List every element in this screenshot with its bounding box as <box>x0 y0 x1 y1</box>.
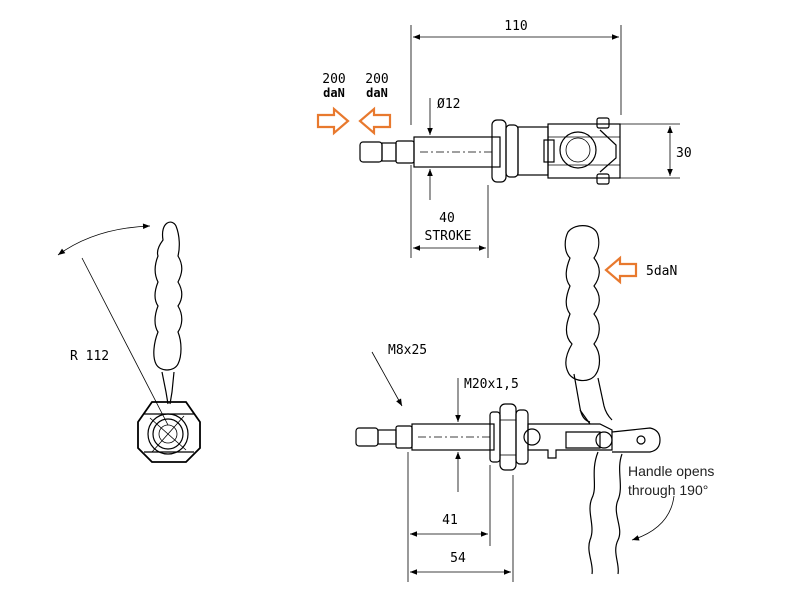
stroke-value: 40 <box>439 211 455 226</box>
pull-force-value: 200 <box>365 72 388 87</box>
dimension-41-label: 41 <box>442 513 458 528</box>
push-force-unit: daN <box>323 86 345 100</box>
top-clamp-body <box>491 117 621 185</box>
rotation-arc <box>57 223 151 256</box>
hex-nut-icon <box>137 401 201 463</box>
side-view-handle-icon <box>564 225 601 382</box>
push-arrow-icon <box>316 106 350 136</box>
side-view: 5daN Handle opens thr <box>355 225 714 582</box>
top-plunger <box>359 136 501 168</box>
handle-note-line2: through 190° <box>628 482 708 498</box>
diameter-label: Ø12 <box>437 97 460 112</box>
handle-open-path <box>588 451 599 575</box>
top-view: 110 200 daN 200 daN <box>316 19 692 258</box>
handle-force-arrow-icon <box>604 255 638 285</box>
dimension-30-label: 30 <box>676 146 692 161</box>
note-leader <box>631 495 675 541</box>
pull-arrow-icon <box>358 106 392 136</box>
end-view-handle-icon <box>153 221 183 371</box>
end-view: R 112 <box>57 221 201 463</box>
bolt-leader <box>371 351 403 407</box>
radius-line <box>81 257 169 426</box>
handle-force-label: 5daN <box>646 264 677 279</box>
dimension-110-label: 110 <box>504 19 527 34</box>
thread-label: M20x1,5 <box>464 377 519 392</box>
side-clamp-body <box>489 403 661 471</box>
dimension-54-label: 54 <box>450 551 466 566</box>
pull-force-unit: daN <box>366 86 388 100</box>
stroke-label: STROKE <box>425 229 472 244</box>
bolt-label: M8x25 <box>388 343 427 358</box>
handle-note-line1: Handle opens <box>628 463 714 479</box>
handle-open-path-2 <box>615 453 623 575</box>
radius-label: R 112 <box>70 349 109 364</box>
side-plunger <box>355 423 495 451</box>
push-force-value: 200 <box>322 72 345 87</box>
